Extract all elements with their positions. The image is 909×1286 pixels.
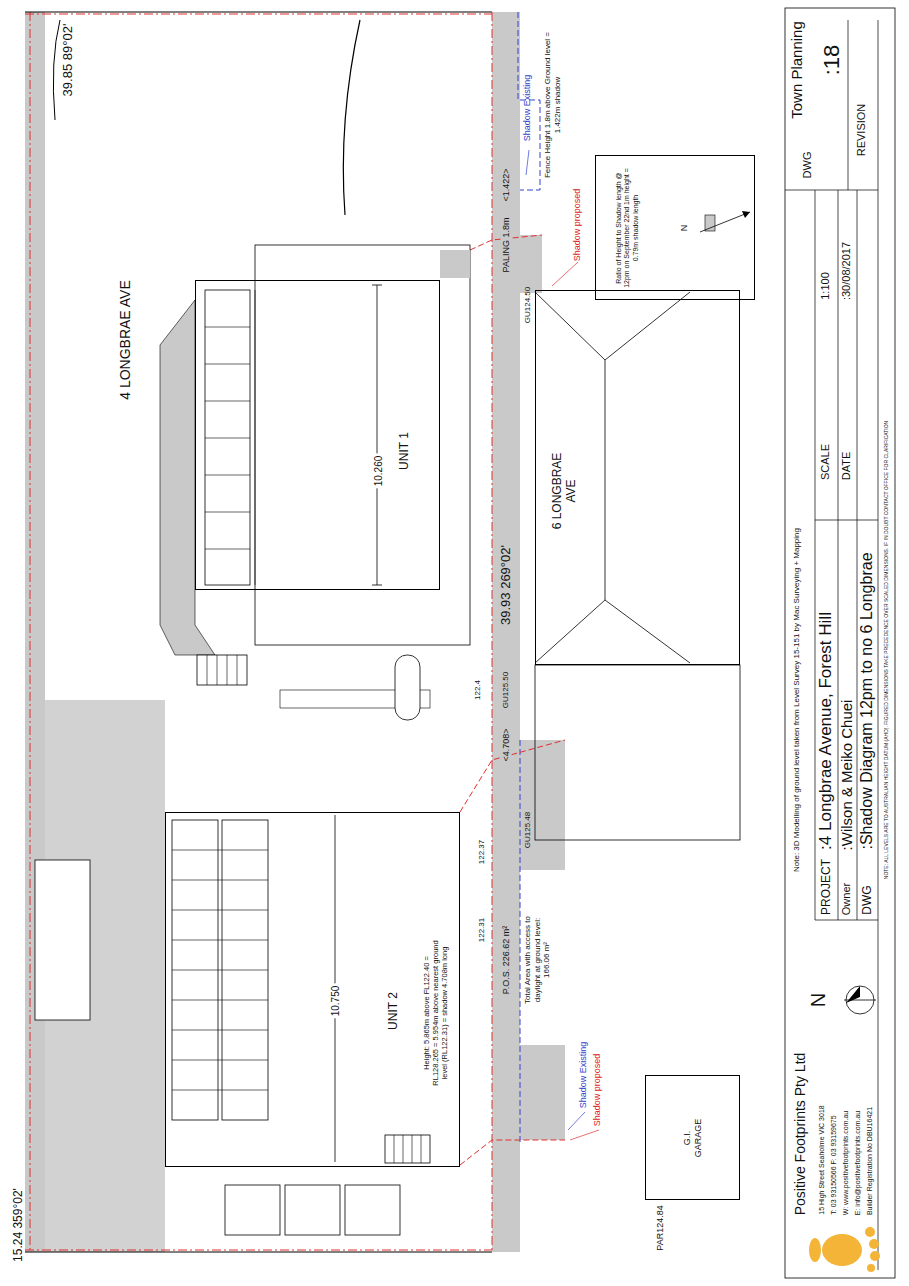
boundary-dimension: 39.85 89°02': [60, 24, 76, 97]
title-value: :Wilson & Meiko Chuei: [838, 699, 856, 850]
north-letter: N: [806, 993, 830, 1007]
fence-note: Fence Height 1.8m above Ground level = 1…: [543, 30, 562, 180]
north-letter: N: [679, 225, 690, 232]
shadow-proposed-label: Shadow proposed: [592, 1054, 603, 1127]
title-field: SCALE: [819, 444, 832, 480]
garage-box: G.I. GARAGE: [645, 1075, 740, 1200]
level-label: GU124.50: [523, 287, 533, 323]
level-label: PAR124.84: [655, 1205, 666, 1250]
building-unit: 10.750 UNIT 2 Height: 5.865m above FL122.4…: [165, 812, 460, 1167]
fine-print-note: NOTE: ALL LEVELS ARE TO AUSTRALIAN HEIGH…: [883, 421, 889, 879]
drawing-number: :18: [819, 45, 845, 76]
shadow-existing-label: Shadow Existing: [522, 75, 533, 142]
title-value: :4 Longbrae Avenue, Forest Hill: [816, 612, 836, 850]
company-detail: E: info@positivefootprints.com.au: [854, 1111, 862, 1215]
title-field: PROJECT: [819, 859, 833, 915]
area-label: P.O.S. 226.62 m²: [501, 924, 512, 996]
level-label: GU125.50: [501, 670, 511, 710]
shadow-proposed-label: Shadow proposed: [572, 189, 583, 262]
survey-note: Note: 3D Modelling of ground level taken…: [792, 528, 802, 872]
unit-name: UNIT 2: [386, 992, 400, 1030]
spot-level: 122.4: [473, 680, 483, 700]
dimension-label: 10.260: [373, 454, 385, 489]
ratio-note-box: Ratio of Height to Shadow length @ 12pm …: [595, 155, 755, 300]
company-detail: 15 High Street Seaholme VIC 3018: [818, 1106, 826, 1215]
title-field: REVISION: [855, 104, 868, 157]
title-field: DWG: [801, 152, 814, 179]
neighbour-house: 6 LONGBRAE AVE: [535, 290, 740, 665]
dimension-label: 10.750: [330, 984, 342, 1019]
company-detail: T: 03 93150566 F: 03 93159675: [830, 1116, 838, 1215]
title-field: DATE: [840, 451, 853, 480]
title-value: :30/08/2017: [840, 242, 853, 300]
garage-label: G.I. GARAGE: [682, 1116, 704, 1161]
property-name: 4 LONGBRAE AVE: [117, 280, 134, 400]
shadow-dimension: <1.422>: [501, 166, 512, 203]
title-field: Owner: [840, 883, 853, 915]
title-stage: Town Planning: [788, 21, 806, 119]
company-name: Positive Footprints Pty Ltd: [792, 1052, 809, 1215]
area-label: Total Area with access to daylight at gr…: [523, 903, 552, 1017]
shadow-dimension: <4.708>: [501, 726, 512, 763]
title-field: DWG: [860, 886, 874, 915]
unit-name: UNIT 1: [397, 432, 411, 470]
building-unit: 10.260 UNIT 1: [195, 280, 440, 590]
company-detail: W: www.positivefootprints.com.au: [842, 1110, 850, 1215]
boundary-dimension: 15.24 359°02': [11, 1188, 25, 1262]
shadow-existing-label: Shadow Existing: [578, 1042, 589, 1109]
property-name: 6 LONGBRAE AVE: [550, 451, 579, 531]
company-detail: Builder Registration No DBU16421: [866, 1107, 874, 1215]
fence-label: PALING 1.8m: [501, 216, 512, 275]
height-note: Height: 5.865m above FL122.40 = RL128.26…: [422, 938, 449, 1088]
level-label: GU125.48: [523, 810, 533, 850]
spot-level: 122.37: [477, 840, 487, 864]
spot-level: 122.31: [477, 918, 487, 942]
boundary-dimension: 39.93 269°02': [498, 543, 514, 627]
title-value: :Shadow Diagram 12pm to no 6 Longbrae: [857, 553, 876, 850]
title-value: 1:100: [819, 272, 832, 300]
ratio-note: Ratio of Height to Shadow length @ 12pm …: [615, 163, 640, 293]
